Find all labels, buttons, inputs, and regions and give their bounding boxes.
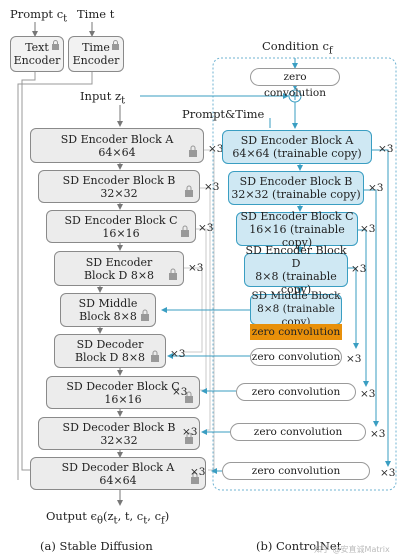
lock-icon (112, 40, 119, 50)
text-encoder-box: Text Encoder (10, 36, 64, 72)
sd-middle-block: SD Middle Block 8×8 (60, 293, 156, 327)
block-title: SD Decoder (76, 338, 144, 351)
block-title: SD Decoder Block A (61, 460, 175, 474)
sd-encoder-block-a: SD Encoder Block A 64×64 (30, 128, 204, 163)
block-title: SD Encoder Block C (240, 209, 354, 223)
block-title: SD Encoder Block C (64, 213, 178, 227)
lock-icon (52, 40, 59, 50)
prompt-label: Prompt ct (10, 7, 68, 25)
text-encoder-line1: Text (25, 41, 49, 54)
block-title: SD Decoder Block C (66, 379, 180, 393)
block-title: SD Middle Block (251, 290, 341, 302)
zero-convolution-d: zero convolution (250, 348, 342, 366)
sd-decoder-block-a: SD Decoder Block A 64×64 (30, 457, 206, 490)
block-size: 32×32 (100, 186, 138, 200)
zero-convolution-c: zero convolution (236, 383, 356, 401)
times3-label: ×3 (368, 182, 384, 194)
block-size: 64×64 (98, 145, 136, 159)
sd-encoder-block-b: SD Encoder Block B 32×32 (38, 170, 200, 203)
sd-decoder-block-c: SD Decoder Block C 16×16 (46, 376, 200, 409)
lock-icon (151, 350, 159, 362)
times3-label: ×3 (182, 426, 198, 438)
times3-label: ×3 (370, 428, 386, 440)
times3-label: ×3 (208, 143, 224, 155)
times3-label: ×3 (190, 466, 206, 478)
lock-icon (189, 145, 197, 157)
output-label: Output ϵθ(zt, t, ct, cf) (46, 509, 170, 527)
block-size: 32×32 (trainable copy) (231, 188, 361, 201)
lock-icon (169, 268, 177, 280)
lock-icon (185, 185, 193, 197)
block-size: 16×16 (trainable copy) (249, 222, 345, 249)
block-size: 8×8 (trainable copy) (255, 270, 337, 296)
condition-label: Condition cf (262, 39, 333, 57)
times3-label: ×3 (351, 263, 367, 275)
times3-label: ×3 (360, 223, 376, 235)
zero-convolution-top: zero convolution (250, 68, 340, 99)
sd-encoder-block-d: SD Encoder Block D 8×8 (54, 251, 184, 286)
block-size: 16×16 (102, 226, 140, 240)
block-size: Block D 8×8 (83, 268, 155, 282)
time-encoder-box: Time Encoder (68, 36, 124, 72)
watermark: 知乎 @安直诚Matrix (314, 545, 390, 554)
zero-convolution-middle: zero convolution (250, 324, 342, 340)
controlnet-encoder-block-a: SD Encoder Block A 64×64 (trainable copy… (222, 130, 372, 164)
block-size: Block D 8×8 (74, 351, 146, 364)
block-title: SD Encoder Block B (239, 175, 353, 188)
input-label: Input zt (80, 89, 126, 107)
times3-label: ×3 (204, 181, 220, 193)
times3-label: ×3 (170, 348, 186, 360)
time-encoder-line2: Encoder (72, 54, 120, 67)
lock-icon (191, 472, 199, 484)
block-size: 64×64 (trainable copy) (232, 147, 362, 160)
block-title: SD Encoder Block D (245, 244, 347, 270)
zero-convolution-a: zero convolution (222, 462, 370, 480)
lock-icon (185, 391, 193, 403)
times3-label: ×3 (380, 467, 396, 479)
controlnet-encoder-block-b: SD Encoder Block B 32×32 (trainable copy… (228, 171, 364, 205)
times3-label: ×3 (172, 386, 188, 398)
block-size: 64×64 (99, 473, 137, 487)
zero-convolution-b: zero convolution (230, 423, 366, 441)
block-size: 32×32 (100, 433, 138, 447)
block-title: SD Encoder Block B (62, 173, 176, 187)
block-title: SD Encoder (85, 255, 153, 269)
times3-label: ×3 (378, 143, 394, 155)
caption-stable-diffusion: (a) Stable Diffusion (40, 539, 153, 553)
sd-encoder-block-c: SD Encoder Block C 16×16 (46, 210, 196, 243)
block-title: SD Middle (78, 297, 138, 310)
block-size: 16×16 (104, 392, 142, 406)
times3-label: ×3 (198, 222, 214, 234)
times3-label: ×3 (188, 262, 204, 274)
block-title: SD Decoder Block B (62, 420, 176, 434)
prompt-time-label: Prompt&Time (182, 107, 265, 121)
block-size: Block 8×8 (79, 310, 137, 323)
time-label: Time t (77, 7, 115, 21)
controlnet-middle-block: SD Middle Block 8×8 (trainable copy) (250, 290, 342, 328)
sd-decoder-block-d: SD Decoder Block D 8×8 (54, 334, 166, 368)
sd-decoder-block-b: SD Decoder Block B 32×32 (38, 417, 200, 450)
lock-icon (185, 432, 193, 444)
times3-label: ×3 (346, 353, 362, 365)
times3-label: ×3 (360, 388, 376, 400)
caption-controlnet: (b) ControlNet (256, 539, 342, 553)
controlnet-encoder-block-d: SD Encoder Block D 8×8 (trainable copy) (244, 244, 348, 296)
controlnet-encoder-block-c: SD Encoder Block C 16×16 (trainable copy… (236, 209, 358, 249)
lock-icon (141, 309, 149, 321)
block-title: SD Encoder Block A (240, 134, 354, 147)
text-encoder-line2: Encoder (13, 54, 61, 67)
lock-icon (181, 225, 189, 237)
time-encoder-line1: Time (82, 41, 110, 54)
block-title: SD Encoder Block A (60, 132, 174, 146)
